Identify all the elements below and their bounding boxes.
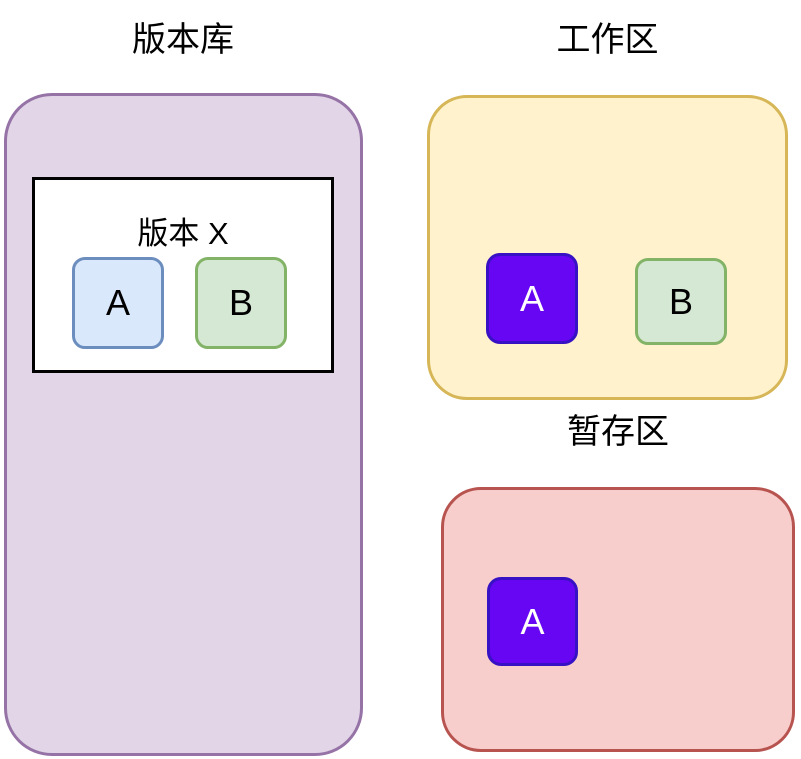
file-label: B (228, 282, 253, 323)
staging-area-title: 暂存区 (567, 413, 669, 451)
working-area-title: 工作区 (556, 21, 659, 59)
version-x-title: 版本 X (137, 216, 229, 251)
repository-container: 版本 X A B (4, 93, 363, 756)
file-label: A (520, 600, 545, 642)
working-area-container: A B (427, 95, 788, 400)
version-x-box: 版本 X A B (32, 177, 334, 373)
repository-title: 版本库 (132, 21, 234, 59)
staging-area-container: A (441, 487, 795, 752)
file-a-staging-area: A (487, 577, 578, 666)
file-a-repository: A (72, 257, 164, 349)
file-a-working-area: A (486, 253, 578, 344)
file-label: A (105, 282, 130, 323)
file-label: B (668, 280, 693, 322)
file-label: A (519, 277, 544, 319)
file-b-repository: B (195, 257, 287, 349)
file-b-working-area: B (635, 258, 727, 345)
